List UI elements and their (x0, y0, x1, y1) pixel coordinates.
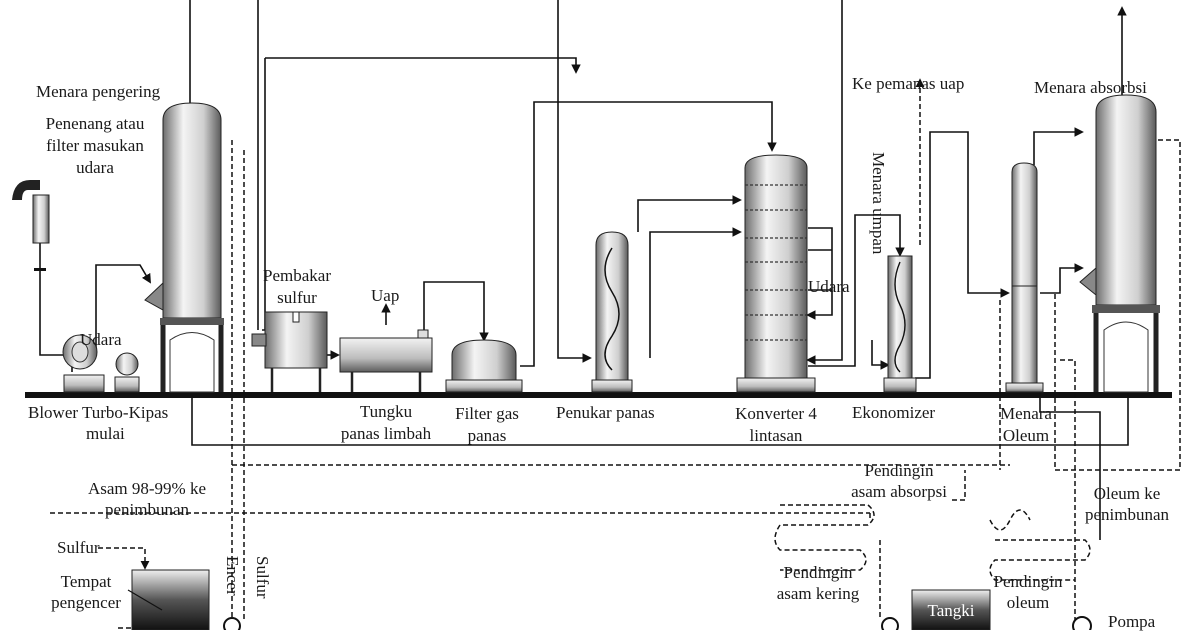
label-converter-1: Konverter 4 (735, 404, 817, 423)
economizer (883, 255, 917, 393)
label-oleum-tower-1: Menara (1000, 404, 1052, 423)
heat-exchanger (591, 231, 633, 393)
label-dilution-1: Tempat (60, 572, 112, 591)
label-sulfur-burner-2: sulfur (277, 288, 317, 307)
blower-turbo-fan (62, 334, 140, 393)
air-filter (12, 180, 50, 271)
label-air-filter-2: filter masukan (46, 136, 144, 155)
liquid-lines (50, 78, 1181, 629)
label-dilute-sulfur-2: Encer (223, 556, 242, 596)
label-air-converter: Udara (808, 277, 850, 296)
label-to-steam-heater: Ke pemanas uap (852, 74, 965, 93)
ground-line (25, 392, 1172, 398)
hot-gas-filter (445, 339, 523, 393)
label-sulfur-feed: Sulfur (57, 538, 100, 557)
label-oleum-storage-2: penimbunan (1084, 505, 1170, 524)
label-steam: Uap (371, 286, 400, 305)
label-drying-tower: Menara pengering (36, 82, 161, 101)
label-heat-exchanger: Penukar panas (556, 403, 655, 422)
gas-lines (39, 0, 1129, 540)
label-oleum-cooler-1: Pendingin (993, 572, 1063, 591)
label-dilution-2: pengencer (51, 593, 121, 612)
label-acid-storage-2: penimbunan (104, 500, 190, 519)
dilution-tank (127, 569, 241, 630)
label-acid-storage-1: Asam 98-99% ke (87, 479, 207, 498)
label-oleum-storage-1: Oleum ke (1093, 484, 1161, 503)
label-converter-2: lintasan (749, 426, 803, 445)
label-feed-tower: Menara umpan (869, 152, 888, 255)
label-start: mulai (86, 424, 125, 443)
label-dry-acid-cooler-1: Pendingin (783, 563, 853, 582)
label-hot-gas-filter-1: Filter gas (455, 404, 519, 423)
label-economizer: Ekonomizer (852, 403, 936, 422)
label-waste-heat-1: Tungku (359, 402, 413, 421)
sulfur-burner (251, 311, 328, 392)
label-blower-turbo: Blower Turbo-Kipas (28, 403, 169, 422)
oleum-tower (1005, 162, 1044, 393)
label-oleum-tower-2: Oleum (1002, 426, 1050, 445)
label-circulation-tank-1: Tangki (927, 601, 975, 620)
drying-tower (144, 102, 224, 393)
label-dilute-sulfur-1: Sulfur (253, 556, 272, 599)
label-air-filter-3: udara (76, 158, 114, 177)
label-air-blower: Udara (80, 330, 122, 349)
label-oleum-cooler-2: oleum (1006, 593, 1050, 612)
converter (736, 154, 816, 393)
label-sulfur-burner-1: Pembakar (263, 266, 331, 285)
label-absorber-cooler-2: asam absorpsi (851, 482, 947, 501)
label-dry-acid-cooler-2: asam kering (776, 584, 860, 603)
label-pump: Pompa (1108, 612, 1156, 631)
label-air-filter-1: Penenang atau (45, 114, 145, 133)
label-waste-heat-2: panas limbah (340, 424, 432, 443)
label-hot-gas-filter-2: panas (467, 426, 507, 445)
absorption-tower (1079, 94, 1160, 393)
circulation-tank (881, 589, 1092, 630)
label-absorber-cooler-1: Pendingin (864, 461, 934, 480)
waste-heat-boiler (339, 329, 433, 392)
label-absorption-tower: Menara absorbsi (1034, 78, 1147, 97)
